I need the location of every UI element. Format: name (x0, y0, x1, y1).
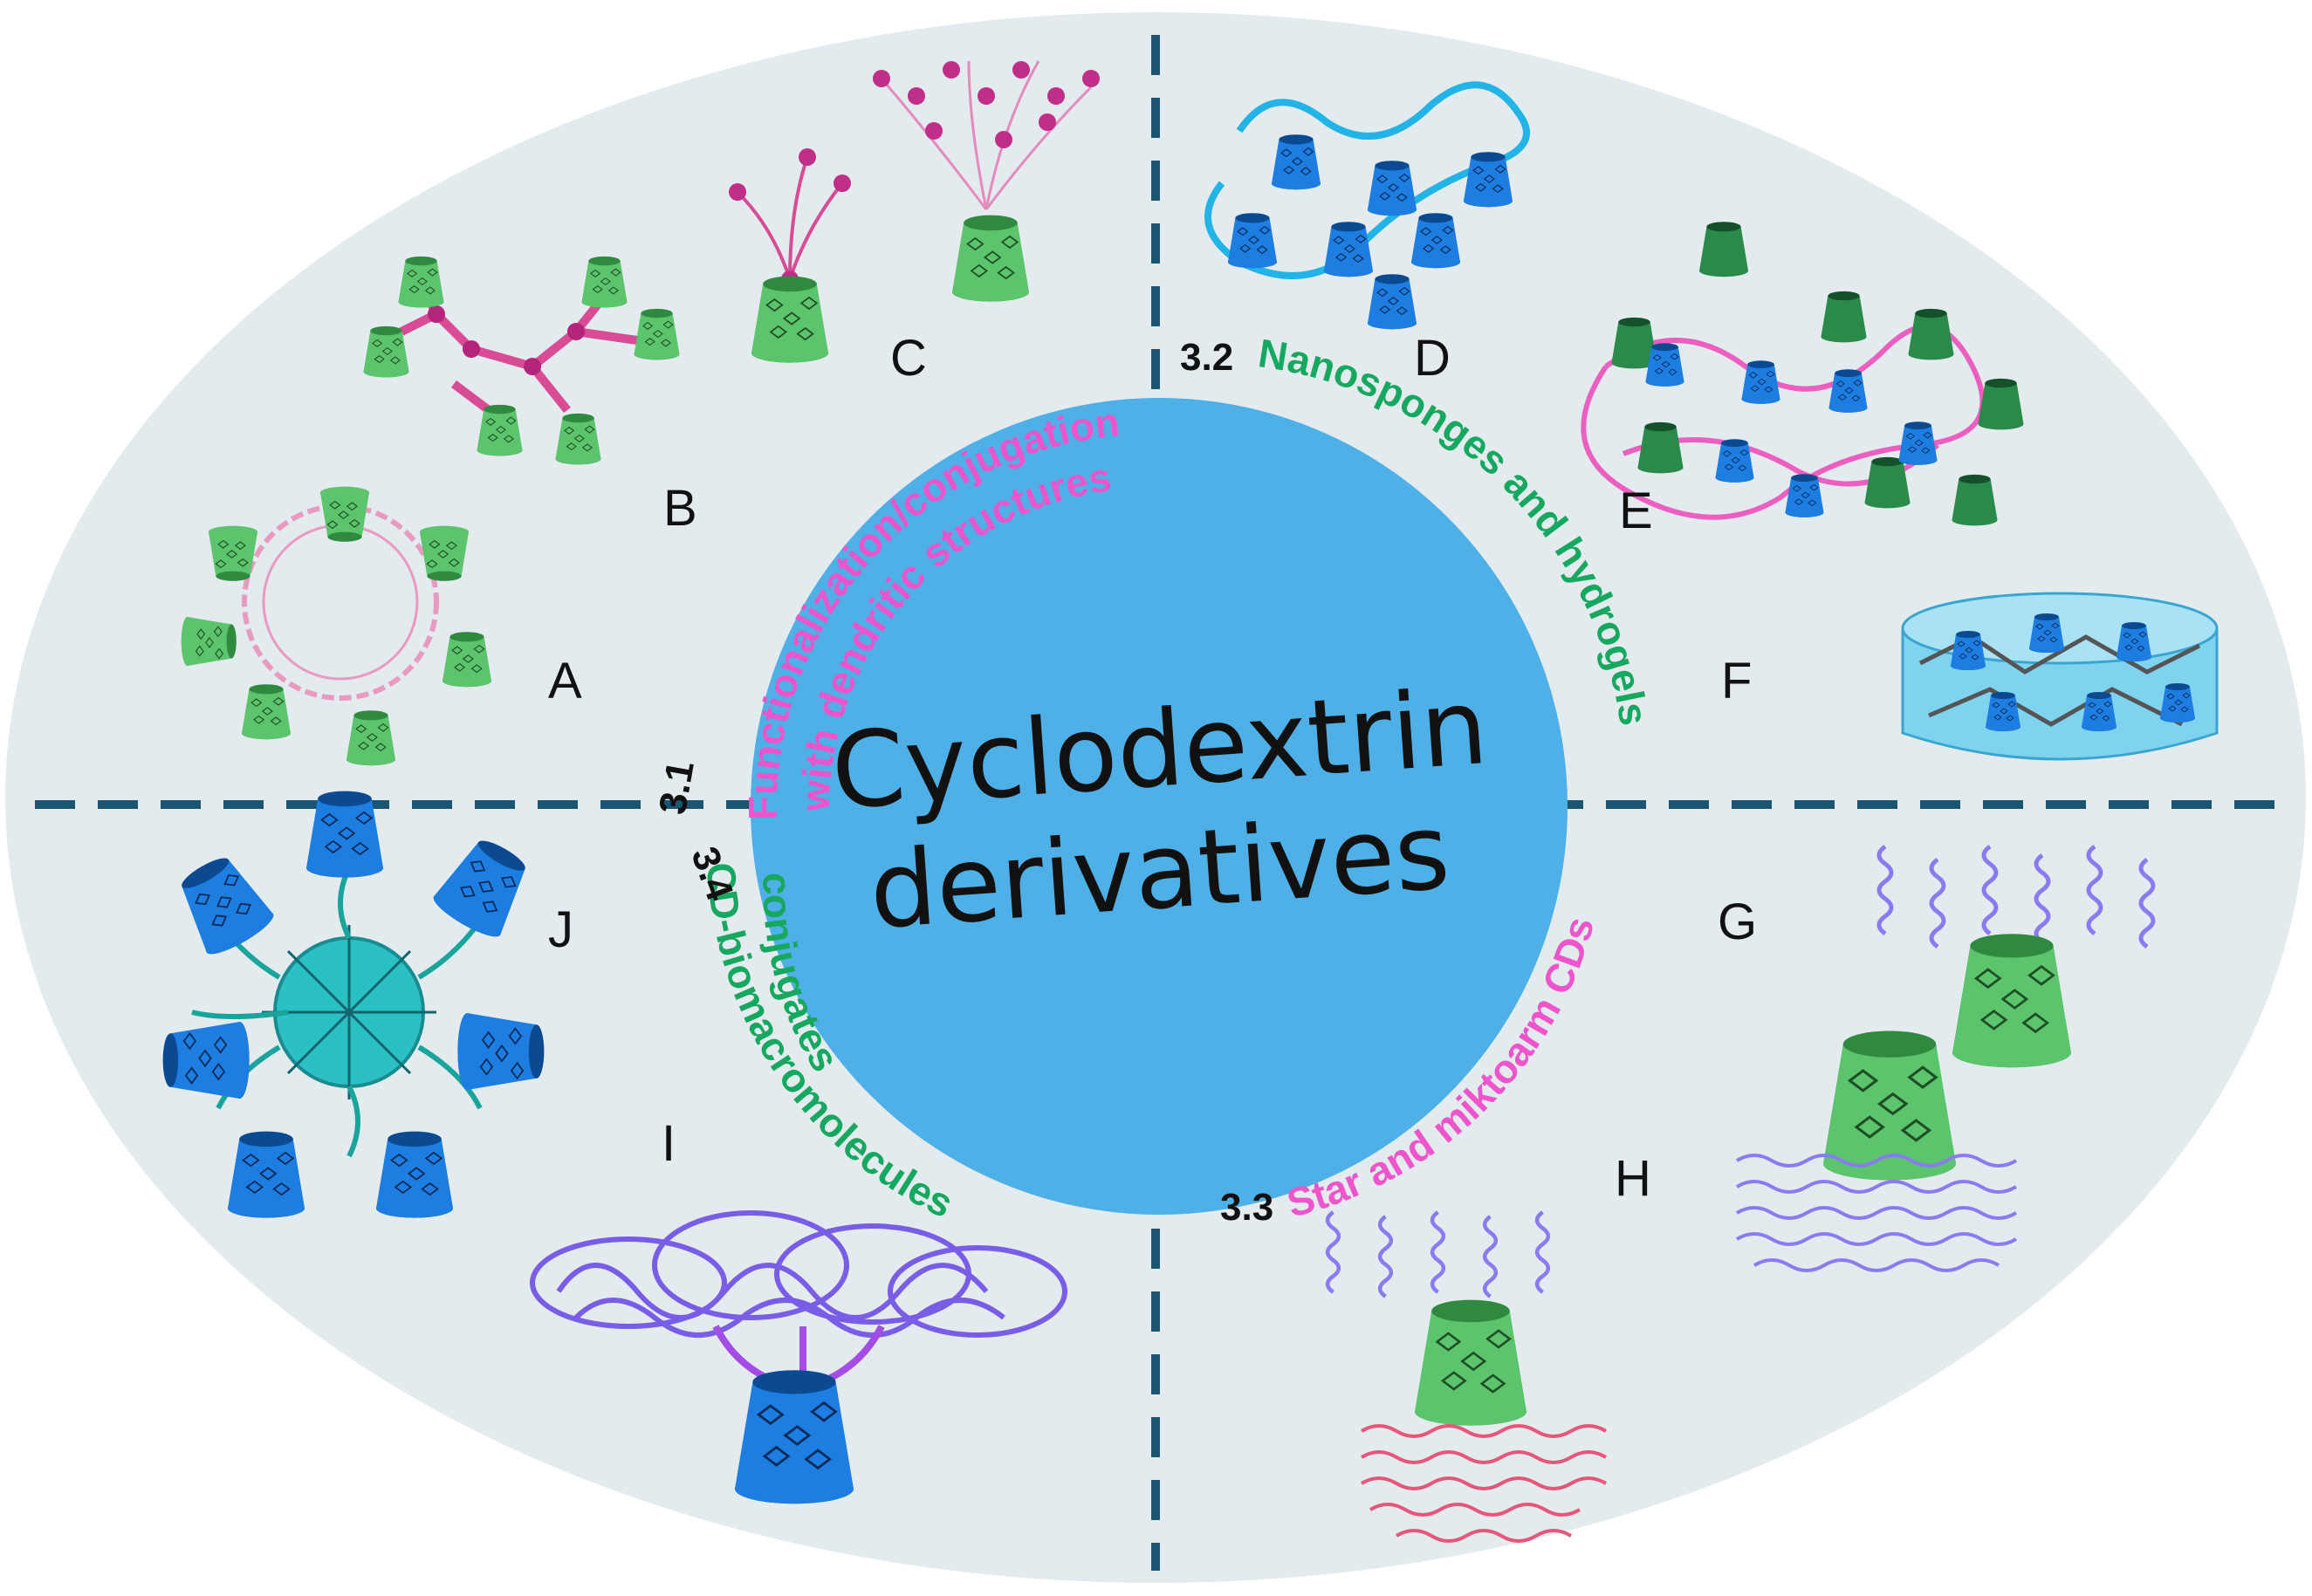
panel-f-illustration (1901, 592, 2219, 761)
panel-c-illustration (729, 60, 1100, 364)
panel-label-g: G (1718, 894, 1757, 950)
panel-d-illustration (1204, 81, 1530, 330)
panel-b-illustration (362, 256, 681, 465)
panel-label-j: J (548, 901, 573, 958)
panel-label-a: A (548, 653, 582, 709)
panel-i-illustration (530, 1210, 1067, 1505)
section-number-3-3: 3.3 (1220, 1186, 1273, 1229)
panel-label-i: I (662, 1115, 676, 1172)
section-number-3-2: 3.2 (1180, 336, 1233, 379)
panel-label-b: B (663, 480, 697, 537)
center-circle (751, 398, 1568, 1215)
section-number-3-1: 3.1 (651, 757, 703, 818)
panel-label-d: D (1414, 330, 1451, 387)
panel-label-e: E (1619, 483, 1653, 539)
panel-label-c: C (890, 330, 927, 387)
panel-h-illustration (1328, 1212, 1608, 1543)
panel-label-f: F (1721, 653, 1752, 709)
panel-e-illustration (1581, 222, 2024, 526)
panel-g-illustration (1735, 846, 2153, 1272)
panel-label-h: H (1615, 1150, 1651, 1207)
panel-j-illustration (161, 790, 545, 1219)
panel-a-illustration (181, 486, 492, 766)
